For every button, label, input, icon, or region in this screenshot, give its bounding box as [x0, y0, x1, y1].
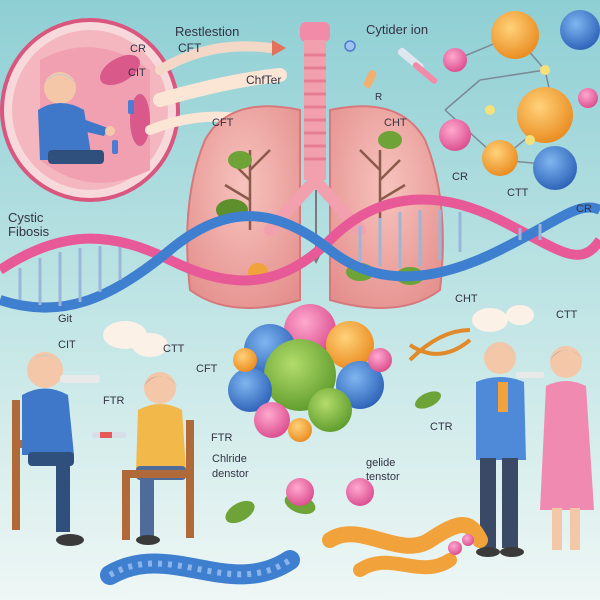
left-couple — [12, 321, 194, 546]
label-chlride: Chlride — [212, 453, 247, 465]
label-ctr-right: CTR — [430, 421, 453, 433]
label-cit-left: CIT — [58, 339, 76, 351]
bottom-elements — [100, 478, 488, 585]
label-cit-circle: CIT — [128, 67, 146, 79]
label-cht-lung-right: CHT — [384, 117, 407, 129]
label-cr-edge: CR — [576, 203, 592, 215]
label-cft-lung-left: CFT — [212, 117, 234, 129]
label-cr-right: CR — [452, 171, 468, 183]
label-ctt-right: CTT — [507, 187, 529, 199]
label-gelide: gelide — [366, 457, 395, 469]
patient-inset — [0, 18, 180, 202]
label-cht-mid: CHT — [455, 293, 478, 305]
label-cytider-ion: Cytider ion — [366, 22, 428, 37]
label-ctt-far-right: CTT — [556, 309, 578, 321]
right-couple — [472, 305, 594, 557]
label-cystic: Cystic — [8, 210, 44, 225]
label-restlestion: Restlestion — [175, 24, 239, 39]
label-git-left: Git — [58, 313, 72, 325]
molecule-network — [344, 10, 600, 190]
small-dna — [408, 328, 472, 409]
labels: Restlestion CFT ChfTer Cytider ion CR CI… — [8, 22, 592, 483]
label-chfter: ChfTer — [246, 73, 281, 87]
label-ftr-left: FTR — [103, 395, 124, 407]
label-cft-center: CFT — [196, 363, 218, 375]
label-cft-top: CFT — [178, 41, 202, 55]
label-ctt-left: CTT — [163, 343, 185, 355]
dna-helix — [0, 194, 600, 313]
protein-cluster — [228, 304, 392, 442]
label-r-mark: R — [375, 92, 382, 103]
label-denstor: denstor — [212, 468, 249, 480]
label-tenstor: tenstor — [366, 471, 400, 483]
label-cr-circle: CR — [130, 43, 146, 55]
label-ftr-lower: FTR — [211, 432, 232, 444]
label-fibosis: Fibosis — [8, 224, 50, 239]
